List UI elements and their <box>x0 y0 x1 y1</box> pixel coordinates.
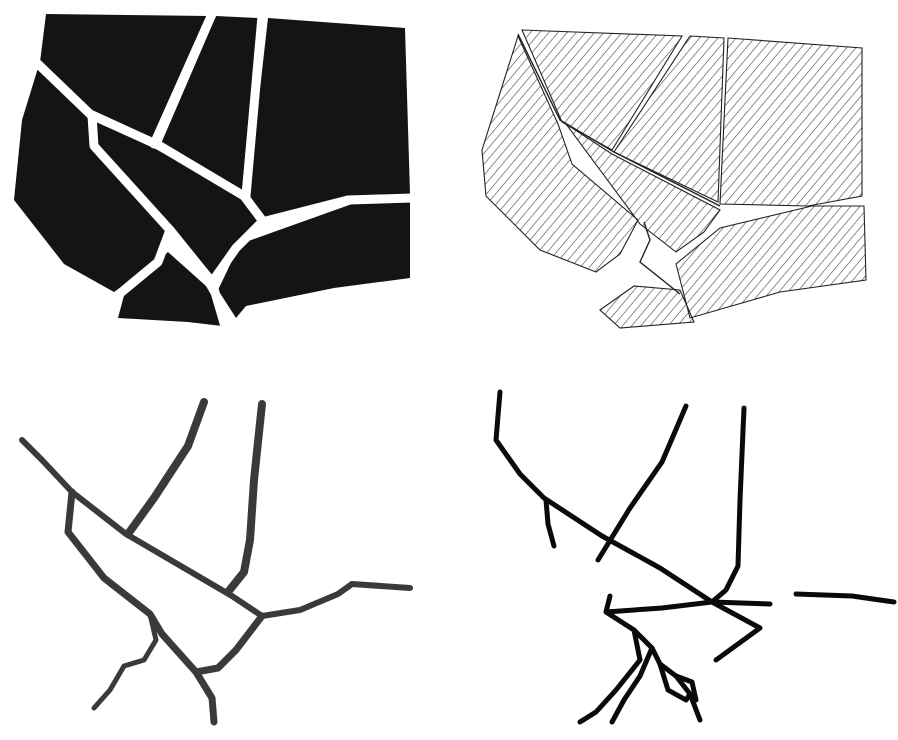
crack-c4 <box>68 492 214 722</box>
crack-d4 <box>546 500 554 546</box>
polygon-b3 <box>720 38 862 206</box>
polygon-a3 <box>248 18 410 218</box>
panel-d-crack-network <box>496 392 894 722</box>
panel-b-hatched-polygons <box>482 30 866 328</box>
crack-d1 <box>496 392 770 604</box>
crack-d5 <box>712 602 760 660</box>
crack-d8 <box>606 602 712 612</box>
crack-c7 <box>94 614 156 708</box>
crack-c6 <box>196 616 262 672</box>
crack-d3 <box>712 408 744 602</box>
crack-c3 <box>228 404 262 592</box>
crack-d9 <box>580 630 640 722</box>
crack-c2 <box>128 402 204 534</box>
crack-c5 <box>262 584 410 616</box>
crack-d2 <box>598 406 686 560</box>
crack-d6 <box>796 594 894 602</box>
polygon-b7 <box>600 286 694 328</box>
panel-c-crack-network <box>22 402 410 722</box>
